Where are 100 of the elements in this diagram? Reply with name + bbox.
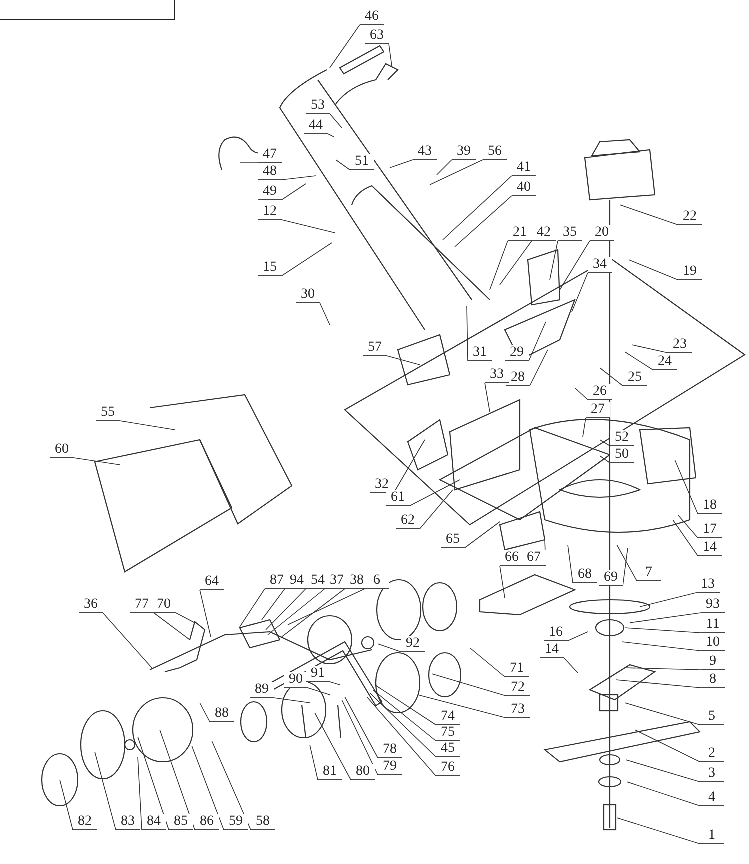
- leader-line: [310, 744, 318, 780]
- callout-number: 2: [700, 746, 724, 762]
- callout-number: 67: [522, 550, 546, 566]
- callout-number: 14: [698, 540, 722, 556]
- leader-line: [366, 696, 436, 776]
- leader-line: [616, 544, 638, 582]
- callout-number: 49: [258, 184, 282, 200]
- callout-number: 5: [700, 709, 724, 725]
- leader-line: [370, 692, 436, 758]
- callout-number: 36: [79, 597, 103, 613]
- leader-line: [500, 240, 532, 286]
- callout-number: 89: [250, 682, 274, 698]
- callout-number: 63: [365, 28, 389, 44]
- callout-number: 22: [678, 209, 702, 225]
- leader-line: [630, 612, 702, 624]
- leader-line: [568, 632, 588, 642]
- leader-line: [268, 588, 326, 636]
- callout-number: 79: [378, 759, 402, 775]
- leader-line: [372, 690, 436, 742]
- leader-line: [572, 272, 588, 312]
- leader-line: [344, 696, 378, 758]
- leader-line: [282, 220, 336, 234]
- leader-line: [678, 514, 698, 538]
- callout-number: 77: [130, 597, 154, 613]
- callout-number: 41: [512, 160, 536, 176]
- leader-line: [330, 682, 340, 686]
- callout-number: 25: [623, 370, 647, 386]
- callout-number: 31: [468, 345, 492, 361]
- leader-line: [388, 44, 392, 66]
- callout-number: 66: [500, 550, 524, 566]
- callout-number: 46: [360, 9, 384, 25]
- callout-number: 16: [544, 625, 568, 641]
- callout-number: 39: [452, 144, 476, 160]
- leader-line: [626, 760, 700, 782]
- leader-line: [568, 544, 574, 584]
- callout-number: 24: [653, 354, 677, 370]
- callout-number: 50: [610, 447, 634, 463]
- callout-number: 78: [378, 742, 402, 758]
- leader-line: [60, 780, 74, 830]
- callout-number: 12: [258, 204, 282, 220]
- leader-line: [102, 612, 152, 668]
- callout-number: 8: [701, 672, 725, 688]
- leader-line: [192, 746, 224, 830]
- leader-line: [282, 588, 346, 638]
- callout-number: 7: [637, 565, 661, 581]
- leader-line: [176, 612, 196, 624]
- leader-line: [94, 752, 116, 830]
- leader-line: [74, 458, 120, 466]
- leader-line: [624, 628, 702, 634]
- callout-number: 62: [396, 513, 420, 529]
- leader-line: [240, 162, 258, 164]
- callout-number: 27: [586, 402, 610, 418]
- callout-number: 76: [436, 760, 460, 776]
- callout-number: 44: [304, 118, 328, 134]
- leader-line: [374, 684, 436, 726]
- callout-number: 58: [251, 814, 275, 830]
- leader-line: [240, 588, 266, 628]
- callout-number: 86: [195, 814, 219, 830]
- callout-number: 20: [590, 225, 614, 241]
- leader-line: [342, 700, 378, 776]
- callout-number: 40: [512, 180, 536, 196]
- callout-number: 52: [610, 430, 634, 446]
- callout-number: 74: [436, 709, 460, 725]
- callout-number: 92: [401, 636, 425, 652]
- leader-line: [600, 440, 610, 446]
- leader-line: [634, 730, 700, 762]
- callout-number: 75: [436, 725, 460, 741]
- leader-line: [274, 698, 310, 704]
- leader-line: [600, 368, 624, 386]
- callout-number: 45: [436, 741, 460, 757]
- callout-number: 65: [441, 532, 465, 548]
- callout-number: 1: [700, 828, 724, 844]
- leader-line: [378, 644, 402, 652]
- leader-line: [330, 24, 360, 68]
- leader-line: [628, 260, 678, 280]
- callout-number: 69: [599, 570, 623, 586]
- leader-line: [464, 522, 500, 548]
- leader-line: [390, 160, 414, 168]
- leader-line: [530, 350, 548, 386]
- leader-line: [200, 702, 210, 722]
- leader-line: [200, 590, 212, 638]
- leader-line: [430, 160, 484, 186]
- callout-number: 10: [701, 635, 725, 651]
- leader-line: [282, 184, 306, 200]
- callout-number: 33: [485, 367, 509, 383]
- callout-number: 81: [318, 764, 342, 780]
- leader-line: [484, 382, 490, 412]
- callout-number: 13: [696, 577, 720, 593]
- callout-number: 29: [505, 345, 529, 361]
- leader-line: [600, 456, 610, 464]
- leader-line: [418, 694, 506, 718]
- leader-line: [138, 736, 170, 830]
- leader-line: [454, 196, 512, 248]
- callout-number: 23: [668, 337, 692, 353]
- leader-line: [282, 176, 316, 180]
- leader-line: [330, 114, 342, 128]
- leader-line: [500, 566, 506, 598]
- callout-number: 57: [363, 340, 387, 356]
- callout-number: 14: [540, 642, 564, 658]
- callout-number: 48: [258, 164, 282, 180]
